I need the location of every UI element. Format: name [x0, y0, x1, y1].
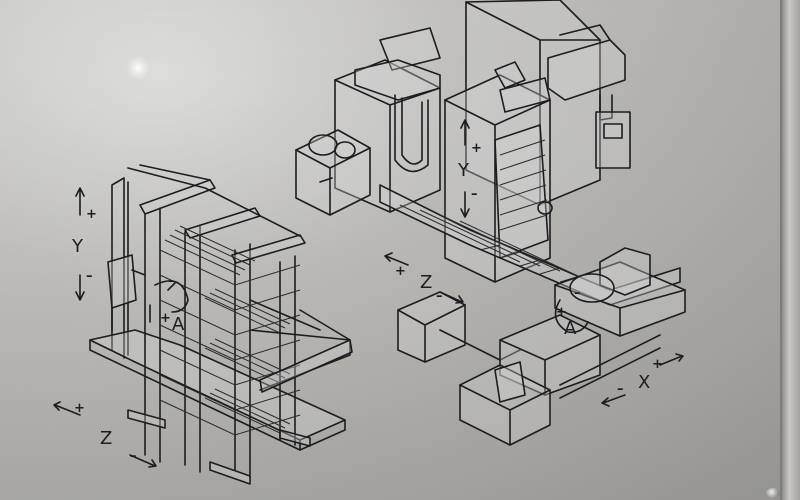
right-x-axis-indicator: – X +	[601, 353, 684, 407]
right-a-plus-sign: +	[556, 305, 567, 320]
left-a-minus-sign: –	[168, 274, 175, 289]
left-a-axis-label: A	[172, 314, 185, 335]
mounting-screw	[766, 488, 780, 498]
machine-line-drawing: + Y – + Z – – + A	[53, 0, 686, 485]
right-y-axis-indicator: + Y –	[457, 119, 482, 218]
left-y-plus-sign: +	[86, 207, 97, 222]
right-a-minus-sign: –	[574, 286, 581, 301]
right-machining-center	[295, 0, 686, 446]
left-a-axis-indicator: – + A	[149, 274, 189, 335]
left-pallet-rack-machine	[89, 164, 353, 485]
right-x-plus-sign: +	[652, 357, 663, 372]
plate-frame-edge	[782, 0, 800, 500]
control-panel-screen	[603, 123, 623, 139]
right-z-minus-sign: –	[436, 289, 443, 304]
left-z-axis-label: Z	[100, 428, 112, 449]
left-z-plus-sign: +	[74, 401, 85, 416]
spindle-nose	[537, 201, 553, 215]
right-y-plus-sign: +	[471, 141, 482, 156]
right-z-plus-sign: +	[395, 264, 406, 279]
left-a-plus-sign: +	[160, 311, 171, 326]
left-z-axis-indicator: + Z –	[53, 401, 157, 468]
left-y-axis-label: Y	[71, 236, 84, 257]
engraved-metal-plate	[0, 0, 782, 500]
right-y-minus-sign: –	[471, 187, 478, 202]
right-y-axis-label: Y	[457, 160, 470, 181]
right-x-axis-label: X	[638, 372, 650, 393]
right-z-axis-label: Z	[420, 272, 432, 293]
left-y-axis-indicator: + Y –	[71, 187, 97, 301]
right-x-minus-sign: –	[617, 382, 624, 397]
right-a-axis-label: A	[564, 318, 577, 339]
left-y-minus-sign: –	[86, 269, 93, 284]
right-a-axis-indicator: – + A	[554, 286, 589, 339]
left-z-minus-sign: –	[130, 449, 137, 464]
right-z-axis-indicator: + Z –	[384, 252, 464, 304]
light-reflection	[126, 56, 150, 80]
